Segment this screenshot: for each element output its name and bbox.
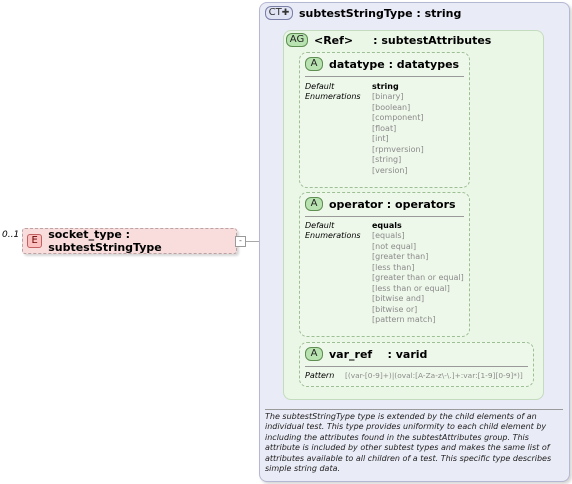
enumeration-item: [component] <box>372 113 424 122</box>
enumeration-item: [bitwise and] <box>372 294 425 303</box>
default-value: string <box>372 82 399 91</box>
attribute-title: var_ref : varid <box>329 347 428 361</box>
enumeration-list: [equals] [not equal] [greater than] [les… <box>372 231 464 326</box>
element-badge: E <box>27 234 43 248</box>
divider <box>305 76 464 77</box>
default-label: Default <box>305 221 335 230</box>
complex-type-badge: CT✚ <box>265 6 293 20</box>
attribute-badge: A <box>305 197 323 211</box>
occurrence-label: 0..1 <box>2 230 20 240</box>
default-label: Default <box>305 82 335 91</box>
attribute-badge: A <box>305 347 323 361</box>
enumeration-item: [pattern match] <box>372 315 436 324</box>
divider <box>305 366 528 367</box>
pattern-label: Pattern <box>305 371 335 380</box>
enumeration-item: [greater than] <box>372 252 429 261</box>
enumeration-item: [int] <box>372 134 389 143</box>
enumeration-item: [string] <box>372 155 402 164</box>
enumeration-item: [boolean] <box>372 102 411 112</box>
complex-type-header: CT✚ subtestStringType : string <box>265 6 461 20</box>
enumeration-item: [version] <box>372 165 408 175</box>
attribute-datatype[interactable] <box>299 52 470 188</box>
enumeration-item: [bitwise or] <box>372 304 418 314</box>
attribute-var-ref[interactable] <box>299 342 534 387</box>
element-socket-type[interactable]: E socket_type : subtestStringType <box>22 228 237 254</box>
plus-icon: ✚ <box>281 8 290 18</box>
enumeration-item: [equals] <box>372 231 405 240</box>
documentation-text: The subtestStringType type is extended b… <box>265 412 552 474</box>
connector-line <box>246 241 260 242</box>
collapse-icon[interactable]: - <box>235 236 246 247</box>
enumeration-item: [greater than or equal] <box>372 273 464 282</box>
attribute-group-header: AG <Ref> : subtestAttributes <box>286 33 491 47</box>
enumeration-list: [binary] [boolean] [component] [float] [… <box>372 92 424 176</box>
enumeration-item: [less than] <box>372 262 415 272</box>
enumeration-item: [not equal] <box>372 241 417 251</box>
enumerations-label: Enumerations <box>305 92 361 101</box>
enumeration-item: [binary] <box>372 92 404 101</box>
element-label: socket_type : subtestStringType <box>48 228 162 254</box>
attribute-badge: A <box>305 57 323 71</box>
attribute-datatype-header: A datatype : datatypes <box>305 57 459 71</box>
enumerations-label: Enumerations <box>305 231 361 240</box>
attribute-group-name: : subtestAttributes <box>373 33 492 47</box>
enumeration-item: [less than or equal] <box>372 283 450 293</box>
enumeration-item: [float] <box>372 123 397 133</box>
attribute-title: operator : operators <box>329 197 456 211</box>
attribute-title: datatype : datatypes <box>329 57 460 71</box>
attribute-operator-header: A operator : operators <box>305 197 456 211</box>
default-value: equals <box>372 221 402 230</box>
enumeration-item: [rpmversion] <box>372 144 424 154</box>
attribute-group-badge: AG <box>286 33 308 47</box>
divider <box>305 216 464 217</box>
documentation-divider <box>265 409 563 410</box>
pattern-value: [(var-[0-9]+)|(oval:[A-Za-z\-\.]+:var:[1… <box>345 371 523 380</box>
attribute-group-ref: <Ref> <box>314 33 354 47</box>
attribute-var-ref-header: A var_ref : varid <box>305 347 427 361</box>
complex-type-title: subtestStringType : string <box>299 6 462 20</box>
